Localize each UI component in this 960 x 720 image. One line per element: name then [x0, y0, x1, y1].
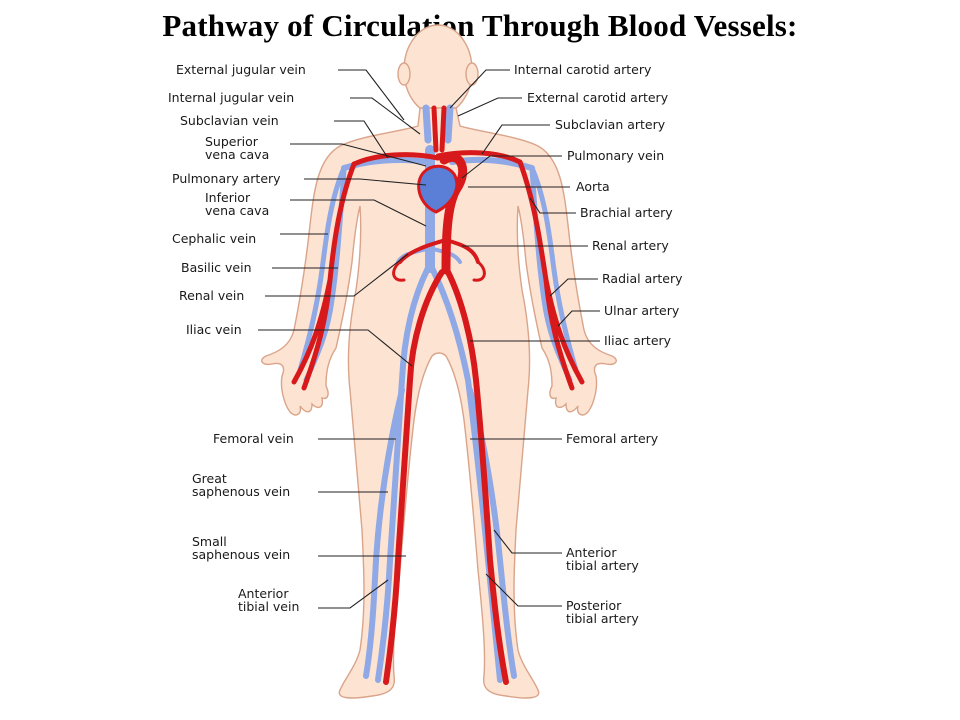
neck-veins [422, 104, 454, 144]
posterior-tibial-artery-leader-line [485, 573, 562, 607]
radial-artery-label: Radial artery [602, 271, 683, 286]
internal-jugular-vein-label: Internal jugular vein [168, 90, 294, 105]
page-title: Pathway of Circulation Through Blood Ves… [162, 8, 798, 43]
left-leg-veins [363, 265, 431, 683]
arteries [291, 105, 585, 685]
renal-arteries-shape [398, 238, 480, 264]
subclavian-vein-label: Subclavian vein [180, 113, 279, 128]
cephalic-vein-label: Cephalic vein [172, 231, 256, 246]
pulmonary-vein-leader-line [461, 155, 562, 179]
superior-vena-cava-leader-line [290, 143, 427, 167]
renal-vein-label: Renal vein [179, 288, 244, 303]
head [403, 24, 473, 116]
heart-shape [417, 164, 459, 214]
external-jugular-vein-label: External jugular vein [176, 62, 306, 77]
external-carotid-artery-label: External carotid artery [527, 90, 669, 105]
right-ear [465, 62, 479, 86]
right-arm-arteries [517, 159, 585, 391]
renal-artery-label: Renal artery [592, 238, 669, 253]
pulmonary-artery-label: Pulmonary artery [172, 171, 281, 186]
internal-jugular-vein-leader-line [350, 97, 421, 135]
ulnar-artery-leader-line [557, 310, 600, 327]
subclavian-vein-leader-line [334, 120, 389, 159]
external-carotid-artery-leader-line [457, 97, 522, 117]
left-ear [397, 62, 411, 86]
subclavian-artery-leader-line [481, 124, 550, 155]
femoral-artery-label: Femoral artery [566, 431, 659, 446]
radial-artery-leader-line [549, 278, 598, 297]
internal-carotid-artery-leader-line [449, 69, 510, 109]
intestinal-arteries [392, 260, 486, 282]
left-arm-arteries [291, 161, 357, 391]
carotid-arteries [431, 105, 447, 153]
inferior-vena-cava-leader-line [290, 199, 427, 227]
pulmonary-artery-leader-line [304, 178, 427, 186]
anterior-tibial-vein-leader-line [318, 579, 389, 609]
pulmonary-vein-label: Pulmonary vein [567, 148, 664, 163]
left-leg-arteries [383, 269, 445, 685]
basilic-vein-label: Basilic vein [181, 260, 252, 275]
torso-and-limbs [261, 107, 617, 699]
aorta-label: Aorta [576, 179, 610, 194]
ulnar-artery-label: Ulnar artery [604, 303, 680, 318]
iliac-vein-label: Iliac vein [186, 322, 242, 337]
anterior-tibial-artery-leader-line [493, 529, 562, 554]
internal-carotid-artery-label: Internal carotid artery [514, 62, 652, 77]
brachial-artery-label: Brachial artery [580, 205, 673, 220]
femoral-vein-label: Femoral vein [213, 431, 294, 446]
iliac-vein-leader-line [258, 329, 413, 367]
body-silhouette [261, 24, 617, 699]
subclavian-artery-label: Subclavian artery [555, 117, 666, 132]
external-jugular-vein-leader-line [338, 69, 405, 121]
right-leg-arteries [445, 269, 509, 685]
renal-vein-leader-line [265, 253, 409, 297]
iliac-artery-label: Iliac artery [604, 333, 672, 348]
brachial-artery-leader-line [529, 197, 576, 214]
heart [417, 164, 459, 214]
